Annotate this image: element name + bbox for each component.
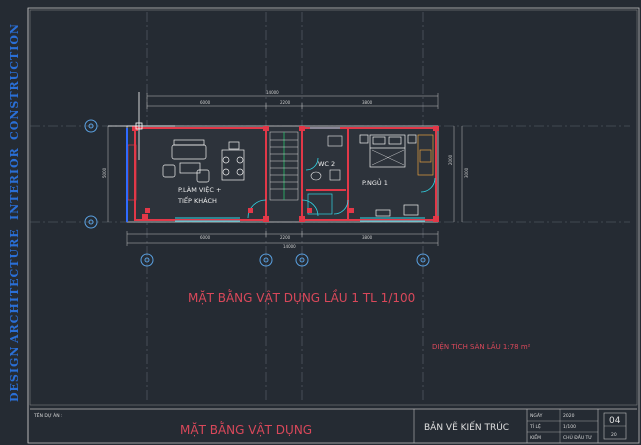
wc-2-shower <box>307 193 333 215</box>
columns <box>132 126 439 222</box>
floor-plan: P.LÀM VIỆC + TIẾP KHÁCH WC 2 P.NGỦ 1 <box>108 92 439 223</box>
field-label-1: TỈ LỆ <box>529 422 541 430</box>
room-label-office: P.LÀM VIỆC + <box>178 185 221 194</box>
floor-slab <box>126 125 439 223</box>
office-label: P.LÀM VIỆC + TIẾP KHÁCH <box>177 185 221 205</box>
dim-top-1: 6000 <box>200 100 211 105</box>
office-furniture <box>127 139 245 201</box>
dimension-labels: 14000 6000 2200 3800 6000 2200 3800 1400… <box>102 90 469 249</box>
field-value-0: 2020 <box>563 413 575 419</box>
title-block <box>30 408 637 443</box>
sheet-number: 04 <box>609 416 621 426</box>
dim-right-1: 2000 <box>448 154 453 165</box>
inner-frame <box>29 9 638 406</box>
sidebar-brand-text: DESIGN ARCHITECTURE INTERIOR CONSTRUCTIO… <box>8 23 21 402</box>
dimension-lines <box>107 93 463 246</box>
field-value-1: 1/100 <box>563 424 576 430</box>
annotation-markers <box>145 208 354 213</box>
sheet-category: BẢN VẼ KIẾN TRÚC <box>424 421 509 433</box>
dim-left: 5000 <box>102 167 107 178</box>
dim-right-2: 3000 <box>464 167 469 178</box>
crosshair-cursor <box>108 92 175 160</box>
windows <box>175 127 425 222</box>
area-note: DIỆN TÍCH SÀN LẦU 1:78 m² <box>432 341 531 351</box>
room-label-office-line2: TIẾP KHÁCH <box>177 195 217 205</box>
project-label: TÊN DỰ ÁN : <box>33 411 63 419</box>
dim-bottom-2: 2200 <box>280 235 291 240</box>
dim-bottom-3: 3800 <box>362 235 373 240</box>
grid-bubbles <box>84 119 430 267</box>
dim-top-3: 3800 <box>362 100 373 105</box>
dim-bottom-1: 6000 <box>200 235 211 240</box>
room-label-wc: WC 2 <box>318 160 335 168</box>
staircase <box>269 131 299 201</box>
sheet-title: MẶT BẰNG VẬT DỤNG <box>180 421 312 437</box>
bedroom-furniture <box>359 134 434 217</box>
wc-fixtures <box>310 135 343 181</box>
drawing-frame <box>27 7 640 444</box>
sidebar-word-construction: CONSTRUCTION <box>8 23 21 140</box>
dim-bottom-total: 14000 <box>283 244 296 249</box>
sidebar-word-interior: INTERIOR <box>8 147 21 220</box>
room-label-bedroom: P.NGỦ 1 <box>362 177 388 187</box>
sidebar-word-architecture: ARCHITECTURE <box>8 228 21 344</box>
dim-top-2: 2200 <box>280 100 291 105</box>
field-value-2: CHỦ ĐẦU TƯ <box>563 433 592 441</box>
walls <box>134 127 437 221</box>
drawing-title: MẶT BẰNG VẬT DỤNG LẦU 1 TL 1/100 <box>188 289 415 305</box>
sheet-total: 20 <box>611 432 617 438</box>
field-label-0: NGÀY <box>530 412 543 419</box>
field-label-2: KIỂM <box>530 433 541 441</box>
sidebar-word-design: DESIGN <box>8 346 21 402</box>
dim-top-total: 14000 <box>266 90 279 95</box>
